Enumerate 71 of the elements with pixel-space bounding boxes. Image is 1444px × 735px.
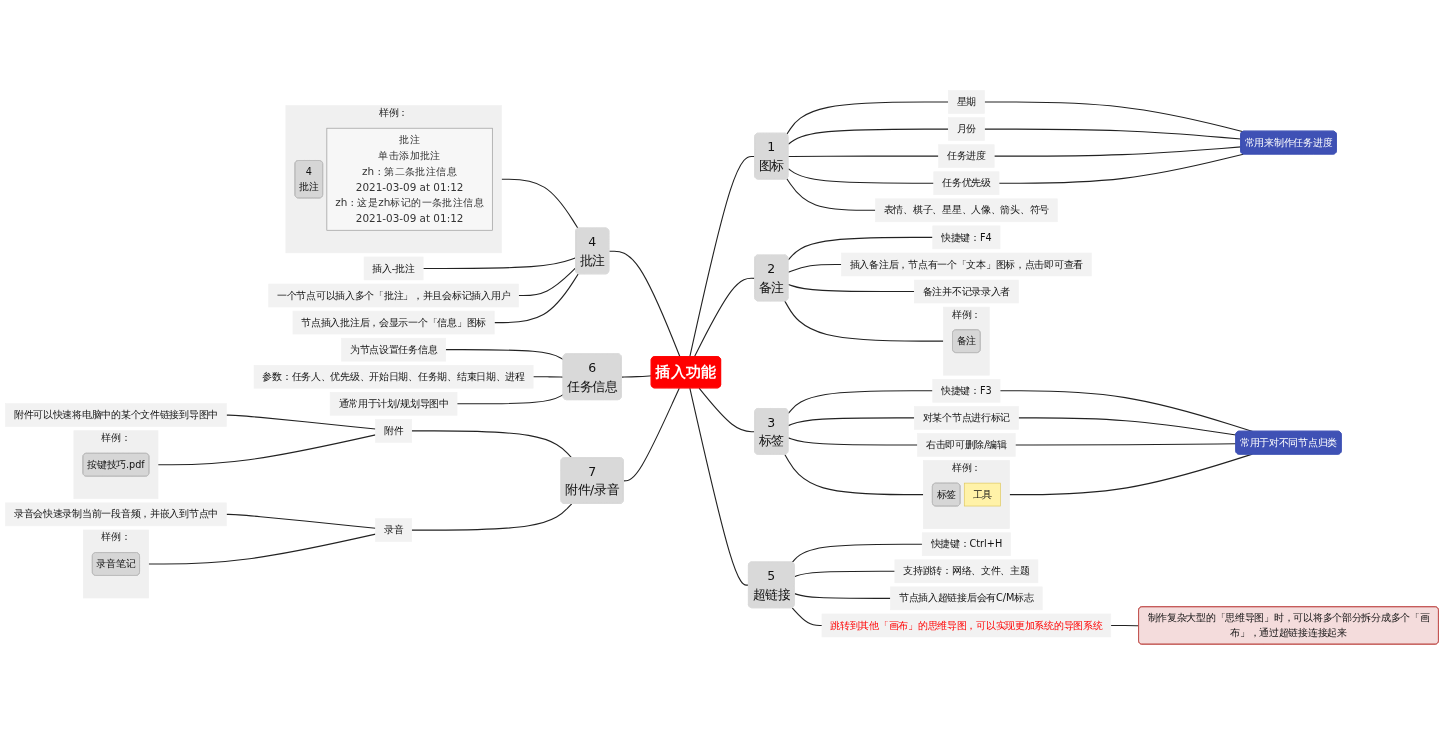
connector bbox=[787, 390, 934, 415]
node-box: 快捷键：Ctrl+H bbox=[921, 532, 1011, 557]
connector bbox=[518, 267, 577, 297]
connector bbox=[623, 387, 680, 482]
node-box: 快捷键：F3 bbox=[932, 379, 1001, 403]
connector bbox=[983, 128, 1242, 140]
connector bbox=[993, 146, 1242, 157]
node-box: 任务优先级 bbox=[933, 171, 1000, 196]
connector bbox=[500, 178, 579, 229]
node-box: 备注并不记录录入者 bbox=[913, 279, 1019, 304]
connector bbox=[791, 607, 823, 627]
connector bbox=[787, 437, 919, 446]
node-box: 参数：任务人、优先级、开始日期、任务期、结束日期、进程 bbox=[253, 365, 534, 389]
connector bbox=[689, 387, 750, 586]
connector bbox=[794, 593, 892, 600]
connector bbox=[1110, 625, 1140, 627]
node-box: 任务进度 bbox=[938, 144, 995, 169]
connector bbox=[787, 128, 949, 145]
connector bbox=[787, 284, 915, 293]
connector bbox=[983, 101, 1244, 133]
connector bbox=[411, 430, 573, 459]
connector bbox=[786, 178, 876, 211]
connector bbox=[787, 236, 934, 261]
connector bbox=[693, 277, 756, 358]
connector bbox=[689, 156, 756, 358]
node-box: 星期 bbox=[948, 90, 985, 114]
node-box: 节点插入批注后，会显示一个「信息」图标 bbox=[292, 310, 495, 335]
node-box: 一个节点可以插入多个「批注」，并且会标记插入用户 bbox=[268, 283, 519, 308]
connector bbox=[445, 349, 564, 361]
connector bbox=[1014, 443, 1237, 446]
node-box: 插入-批注 bbox=[363, 256, 424, 281]
node-box: 附件可以快速将电脑中的某个文件链接到导图中 bbox=[5, 403, 227, 427]
connector bbox=[157, 434, 377, 466]
connector bbox=[411, 503, 573, 531]
node-box: 月份 bbox=[948, 117, 985, 141]
connector bbox=[698, 387, 756, 433]
node-box: 表情、棋子、星星、人像、箭头、符号 bbox=[875, 198, 1058, 223]
connector bbox=[784, 453, 924, 496]
node-box: 录音 bbox=[375, 518, 412, 543]
node-box: 通常用于计划/规划导图中 bbox=[329, 392, 458, 416]
node-box: 支持跳转：网络、文件、主题 bbox=[894, 559, 1039, 584]
node-box: 为节点设置任务信息 bbox=[341, 338, 447, 362]
connector bbox=[422, 257, 577, 270]
connector bbox=[1017, 417, 1237, 436]
connector bbox=[225, 414, 377, 430]
node-box: 对某个节点进行标记 bbox=[913, 406, 1019, 430]
node-box: 跳转到其他「画布」的思维导图，可以实现更加系统的导图系统 bbox=[821, 613, 1112, 638]
node-box: 附件 bbox=[375, 419, 412, 443]
connector bbox=[148, 533, 377, 565]
connector bbox=[225, 513, 377, 529]
node-box: 插入备注后，节点有一个「文本」图标，点击即可查看 bbox=[841, 252, 1092, 277]
connector bbox=[608, 250, 681, 358]
connector bbox=[794, 570, 896, 578]
connector bbox=[787, 155, 940, 158]
node-box: 批注 单击添加批注 zh : 第二条批注信息 2021-03-09 at 01:12 zh : 这是zh标记的一条批注信息 2021-03-09 at 01:12 bbox=[326, 128, 493, 231]
connector bbox=[784, 300, 945, 342]
connector bbox=[532, 376, 564, 378]
connector bbox=[791, 543, 923, 564]
connector bbox=[456, 394, 564, 405]
node-box: 工具 bbox=[963, 482, 1001, 507]
connector bbox=[998, 153, 1244, 184]
connector bbox=[787, 417, 915, 427]
connector bbox=[621, 375, 653, 378]
node-box: 右击即可删除/编辑 bbox=[917, 433, 1016, 457]
connector bbox=[787, 168, 935, 184]
connector bbox=[786, 101, 949, 135]
node-box: 节点插入超链接后会有C/M标志 bbox=[890, 586, 1043, 611]
connector bbox=[787, 264, 842, 273]
node-box: 录音会快速录制当前一段音频，并嵌入到节点中 bbox=[5, 502, 227, 527]
node-box: 快捷键：F4 bbox=[932, 225, 1001, 250]
connector bbox=[493, 273, 579, 324]
